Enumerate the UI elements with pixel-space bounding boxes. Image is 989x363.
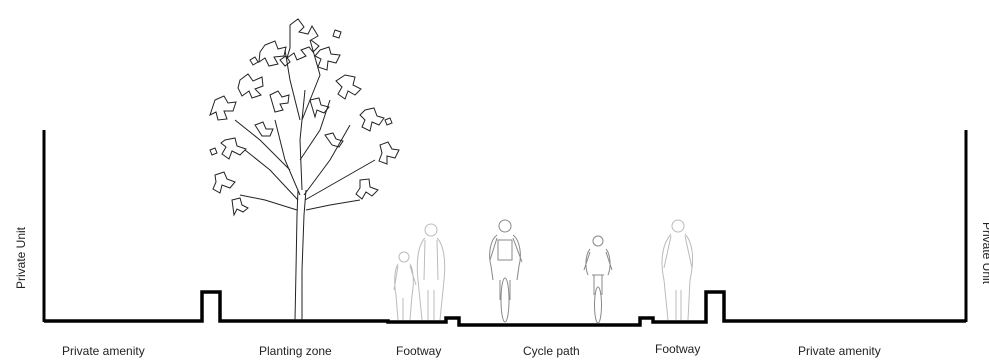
cyclist-left — [489, 219, 523, 323]
label-private-amenity-right: Private amenity — [798, 344, 881, 358]
tree-trunk — [294, 189, 307, 321]
label-footway-left: Footway — [396, 344, 442, 358]
tree-canopy — [209, 18, 400, 217]
tree-branches — [234, 39, 376, 211]
label-private-amenity-left: Private amenity — [62, 344, 145, 358]
label-planting-zone: Planting zone — [259, 344, 332, 358]
ground-section-line — [44, 290, 966, 327]
cyclist-right — [583, 235, 613, 324]
label-private-unit-right: Private Unit — [980, 222, 989, 285]
pedestrian-adult-left — [416, 223, 446, 321]
label-footway-right: Footway — [655, 342, 701, 356]
pedestrian-child-left — [393, 251, 417, 321]
label-cycle-path: Cycle path — [523, 344, 580, 358]
tree — [209, 18, 400, 321]
label-private-unit-left: Private Unit — [14, 226, 28, 289]
pedestrian-right — [661, 219, 694, 321]
